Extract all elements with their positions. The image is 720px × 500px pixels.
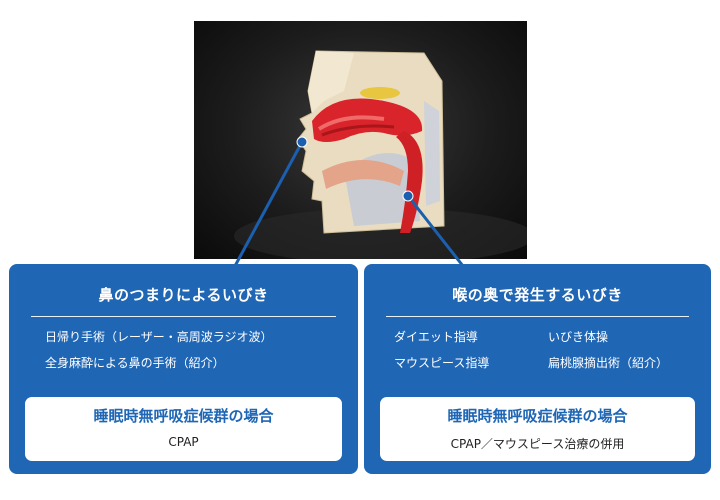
nasal-snoring-panel: 鼻のつまりによるいびき 日帰り手術（レーザー・高周波ラジオ波） 全身麻酔による鼻…: [9, 264, 358, 474]
panel-title: 鼻のつまりによるいびき: [98, 286, 269, 304]
treatment-item: ダイエット指導: [394, 330, 478, 344]
treatment-item: 全身麻酔による鼻の手術（紹介）: [45, 356, 225, 370]
sleep-apnea-title: 睡眠時無呼吸症候群の場合: [93, 407, 274, 425]
throat-snoring-panel: 喉の奥で発生するいびき ダイエット指導 いびき体操 マウスピース指導 扁桃腺摘出…: [364, 264, 711, 474]
sleep-apnea-title: 睡眠時無呼吸症候群の場合: [447, 407, 628, 425]
sleep-apnea-treatment: CPAP／マウスピース治療の併用: [450, 437, 625, 451]
treatment-item: 扁桃腺摘出術（紹介）: [548, 356, 669, 370]
divider: [31, 316, 336, 317]
sleep-apnea-box: 睡眠時無呼吸症候群の場合 CPAP: [25, 397, 342, 461]
nasal-model-illustration: [234, 50, 527, 259]
treatment-item: いびき体操: [548, 330, 609, 344]
panel-title: 喉の奥で発生するいびき: [452, 286, 623, 304]
treatment-item: マウスピース指導: [394, 356, 490, 370]
nasal-model-photo: [194, 21, 527, 259]
sleep-apnea-treatment: CPAP: [168, 435, 199, 449]
sleep-apnea-box: 睡眠時無呼吸症候群の場合 CPAP／マウスピース治療の併用: [380, 397, 695, 461]
divider: [386, 316, 689, 317]
treatment-item: 日帰り手術（レーザー・高周波ラジオ波）: [45, 330, 273, 344]
